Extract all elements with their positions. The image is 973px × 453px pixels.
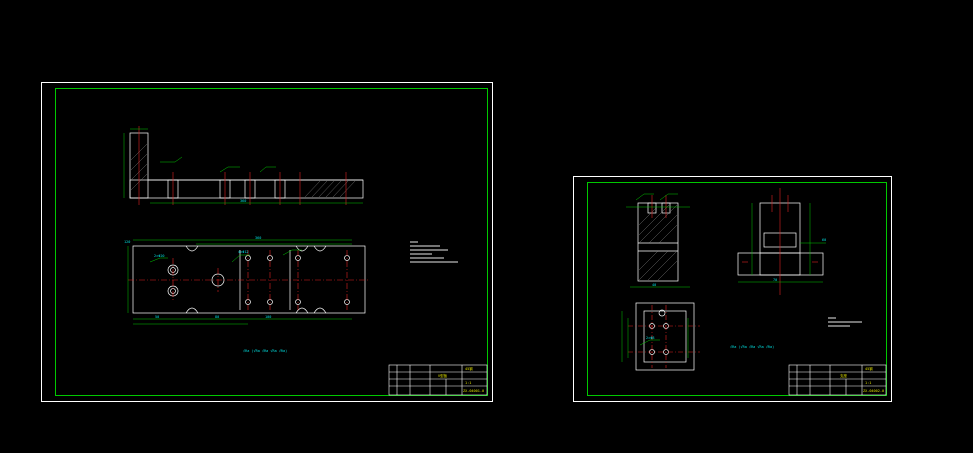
- left-title-block: [388, 364, 488, 396]
- left-front-centerlines: [138, 126, 347, 205]
- left-pitch-2-dim: 80: [215, 315, 219, 319]
- right-front-dimensions: [626, 193, 690, 288]
- left-top-centerlines: [128, 250, 370, 310]
- left-front-hatch: [130, 143, 356, 198]
- left-top-length-dim: 360: [255, 236, 261, 240]
- right-front-view: [637, 202, 679, 282]
- right-part-name: 支座: [840, 373, 848, 378]
- right-roughness-note: √Ra (√Ra √Ra √Ra √Ra): [730, 345, 774, 349]
- left-drawing-no: ZX-04001-0: [463, 389, 484, 393]
- right-material: 45钢: [865, 366, 873, 371]
- right-side-centerlines: [742, 188, 818, 295]
- right-drawing-sheet: 40 60 70: [573, 176, 892, 402]
- left-drawing-sheet: 360: [41, 82, 493, 402]
- right-front-centerlines: [651, 195, 667, 218]
- right-side-height-dim: 60: [822, 238, 826, 242]
- right-sheet-border: [587, 182, 887, 396]
- left-top-view: [132, 245, 366, 314]
- left-top-width-dim: 120: [124, 240, 130, 244]
- right-hole-dim: 2×Φ8: [646, 336, 654, 340]
- left-hole-a-dim: 2×Φ20: [154, 254, 165, 258]
- left-pitch-3-dim: 100: [265, 315, 271, 319]
- left-front-view: [129, 132, 364, 199]
- right-side-base-dim: 70: [773, 278, 777, 282]
- right-drawing-no: ZX-04002-0: [863, 389, 884, 393]
- right-top-centerlines: [628, 305, 700, 368]
- right-front-hatch: [638, 204, 678, 281]
- right-technical-notes: [828, 317, 862, 327]
- left-hole-b-dim: 4×Φ12: [238, 250, 249, 254]
- left-scale: 1:1: [465, 381, 471, 385]
- left-front-length-dim: 360: [240, 199, 246, 203]
- left-top-dimensions: [127, 239, 352, 325]
- left-pitch-1-dim: 50: [155, 315, 159, 319]
- left-sheet-border: [55, 88, 488, 396]
- right-top-dimensions: [621, 311, 689, 362]
- left-roughness-note: √Ra (√Ra √Ra √Ra √Ra): [243, 349, 287, 353]
- left-technical-notes: [410, 241, 458, 263]
- right-side-dimensions: [738, 203, 826, 283]
- right-top-view: [635, 302, 695, 371]
- right-sheet-frame: [573, 176, 892, 402]
- right-title-block: [788, 364, 887, 396]
- left-part-name: V型板: [438, 373, 448, 378]
- left-front-dimensions: [123, 128, 363, 204]
- left-sheet-frame: [41, 82, 493, 402]
- right-front-width-dim: 40: [652, 283, 656, 287]
- right-scale: 1:1: [865, 381, 871, 385]
- left-material: 45钢: [465, 366, 473, 371]
